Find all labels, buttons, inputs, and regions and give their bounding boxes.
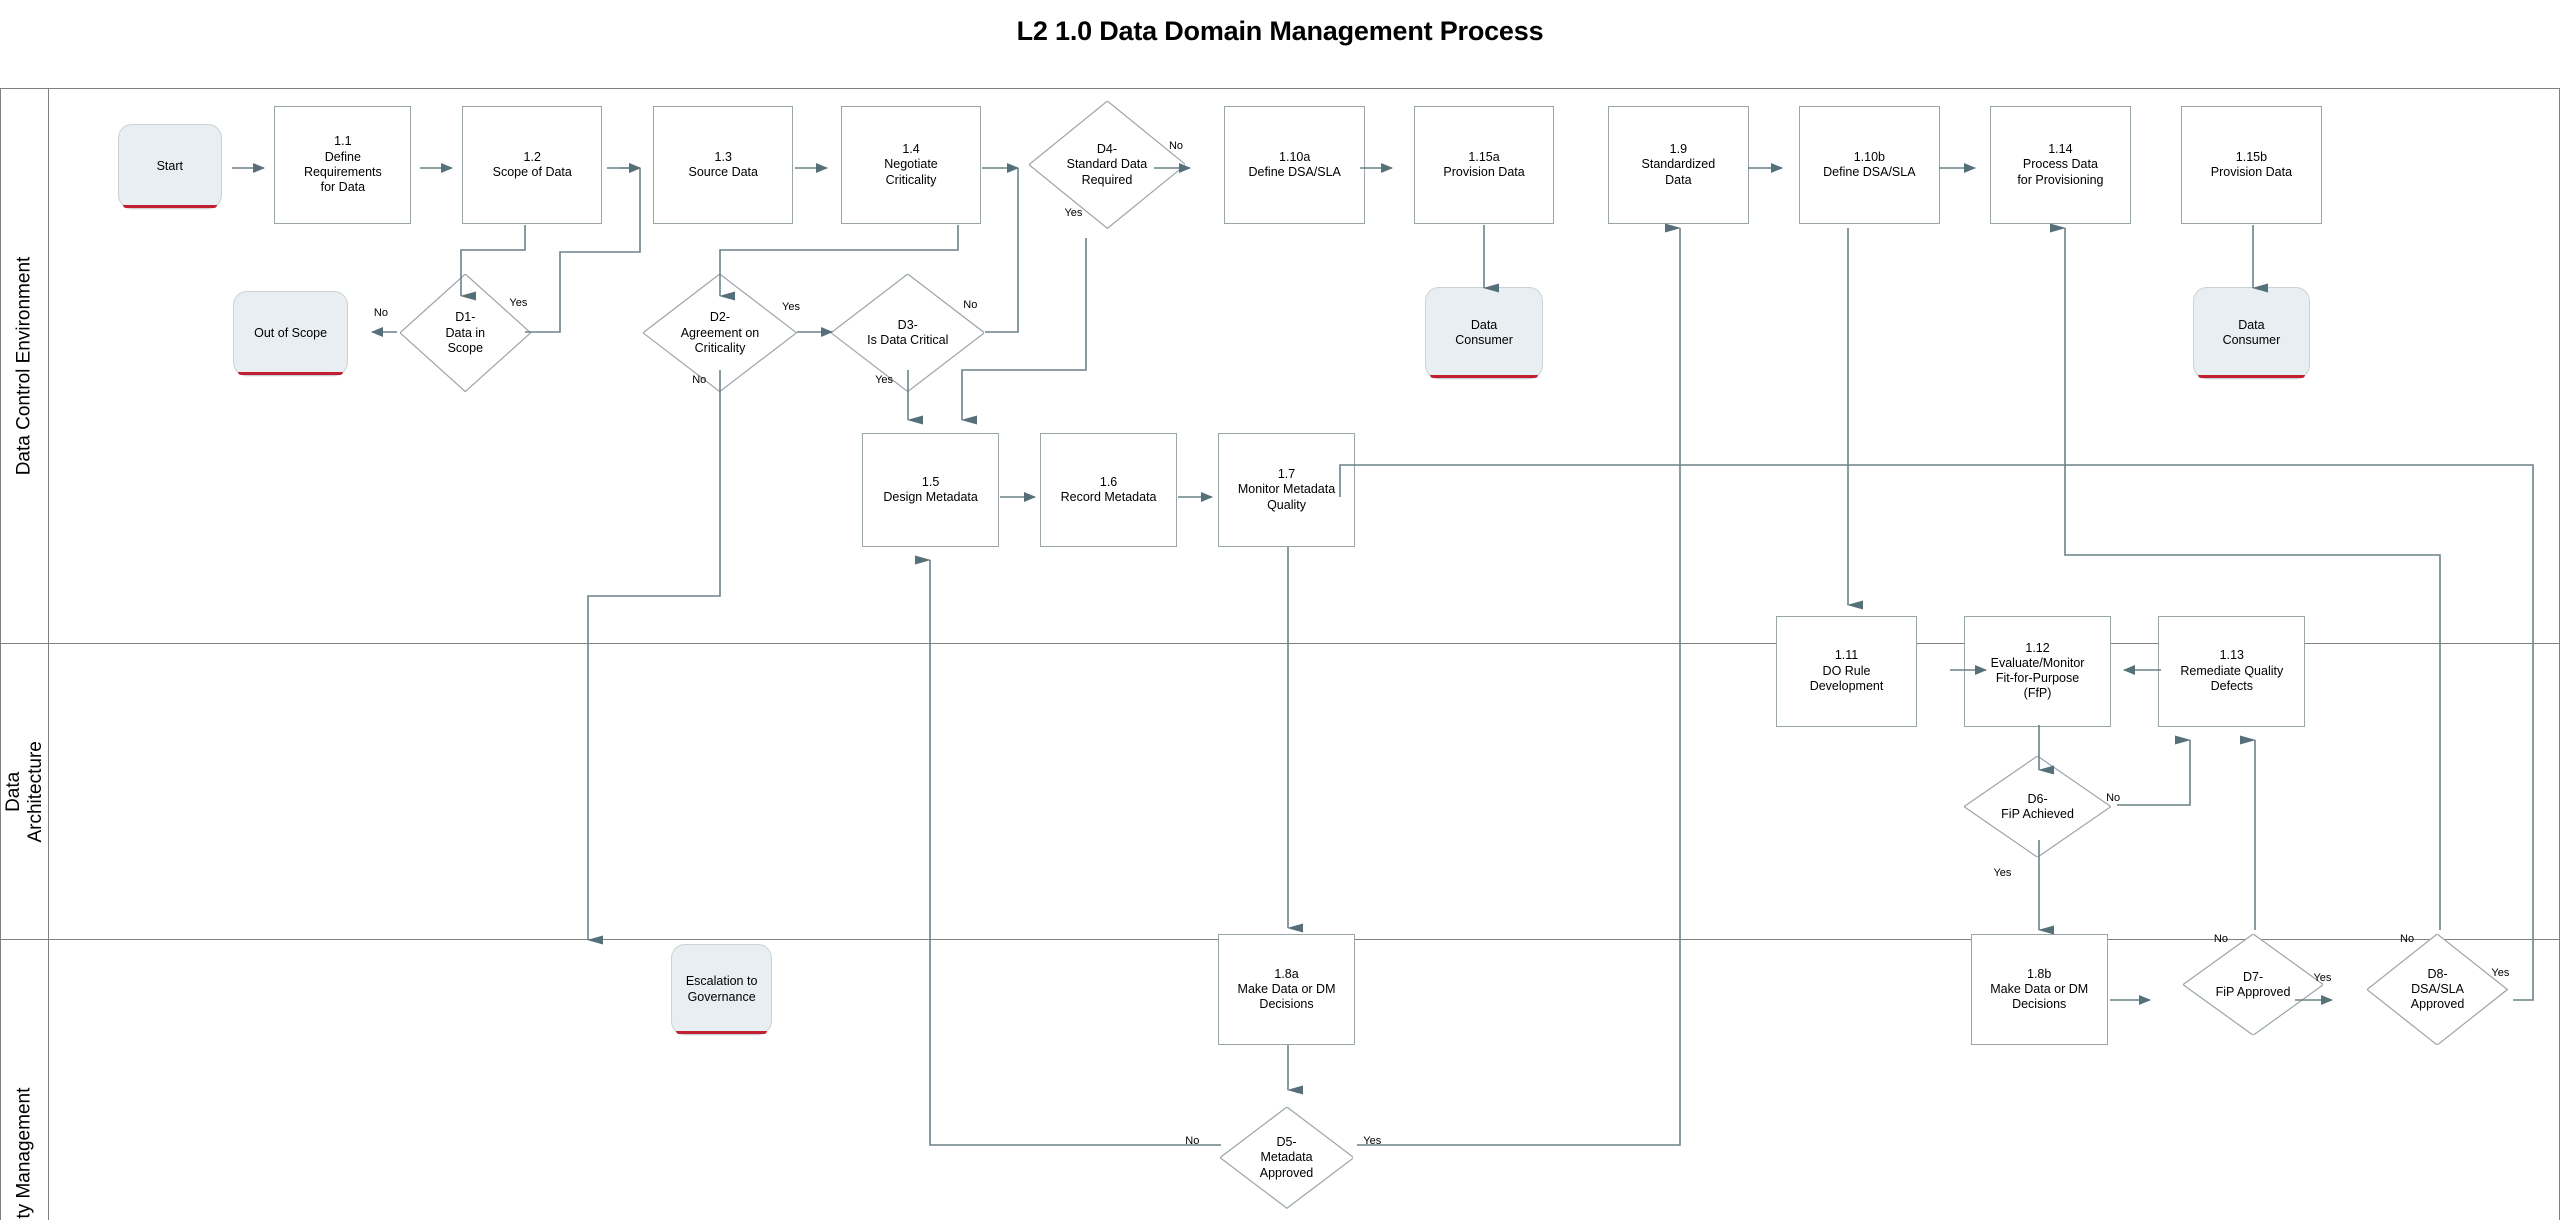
edge-label-d5-yes: Yes [1363,1135,1382,1148]
edge-label-d2-yes: Yes [782,300,800,313]
node-out-of-scope[interactable]: Out of Scope [233,290,348,376]
swimlane-data-control-environment: Data Control Environment [1,89,2560,645]
diamond-shape [643,274,797,392]
node-d7[interactable]: D7-FiP Approved [2182,934,2324,1036]
diamond-shape [1219,1107,1354,1209]
diamond-shape [831,274,985,392]
swimlane-label-data-control-environment: Data Control Environment [1,89,49,644]
node-label: Out of Scope [254,325,328,340]
page-title: L2 1.0 Data Domain Management Process [1016,16,1544,46]
node-label: D7-FiP Approved [2215,969,2291,999]
edge-label-d6-no: No [2106,792,2121,805]
edge-label-d8-yes: Yes [2491,966,2510,979]
edge-label-d4-yes: Yes [1064,207,1083,220]
edge-label-d8-no: No [2400,932,2415,945]
edge-label-d2-no: No [692,374,707,386]
diamond-shape [1028,101,1186,229]
node-d6[interactable]: D6-FiP Achieved [1964,756,2112,858]
diamond-shape [400,274,531,392]
node-label: D6-FiP Achieved [2001,791,2074,821]
swimlane-data-quality-management: Data Quality Management [1,940,2560,1220]
swimlane-label-data-architecture: Data Architecture [1,644,49,940]
edge-label-d1-no: No [373,307,388,320]
edge-label-d1-yes: Yes [509,297,528,310]
swimlane-label-text: Data Control Environment [13,257,35,476]
node-d3[interactable]: D3-Is Data Critical [831,274,985,392]
node-label: Start [156,158,183,173]
edge-label-d4-no: No [1168,140,1184,153]
edge-label-d7-yes: Yes [2313,971,2332,984]
swimlane-label-text: Data Architecture [2,741,46,843]
node-label: D3-Is Data Critical [867,317,949,348]
edge-label-d3-no: No [963,298,978,311]
edge-label-d5-no: No [1185,1135,1200,1148]
swimlane-label-data-quality-management: Data Quality Management [1,940,49,1220]
swimlane-label-text: Data Quality Management [13,1088,35,1220]
node-start[interactable]: Start [117,124,223,210]
edge-label-d6-yes: Yes [1993,867,2012,880]
edge-label-d3-yes: Yes [875,374,894,386]
edge-label-d7-no: No [2213,932,2228,945]
